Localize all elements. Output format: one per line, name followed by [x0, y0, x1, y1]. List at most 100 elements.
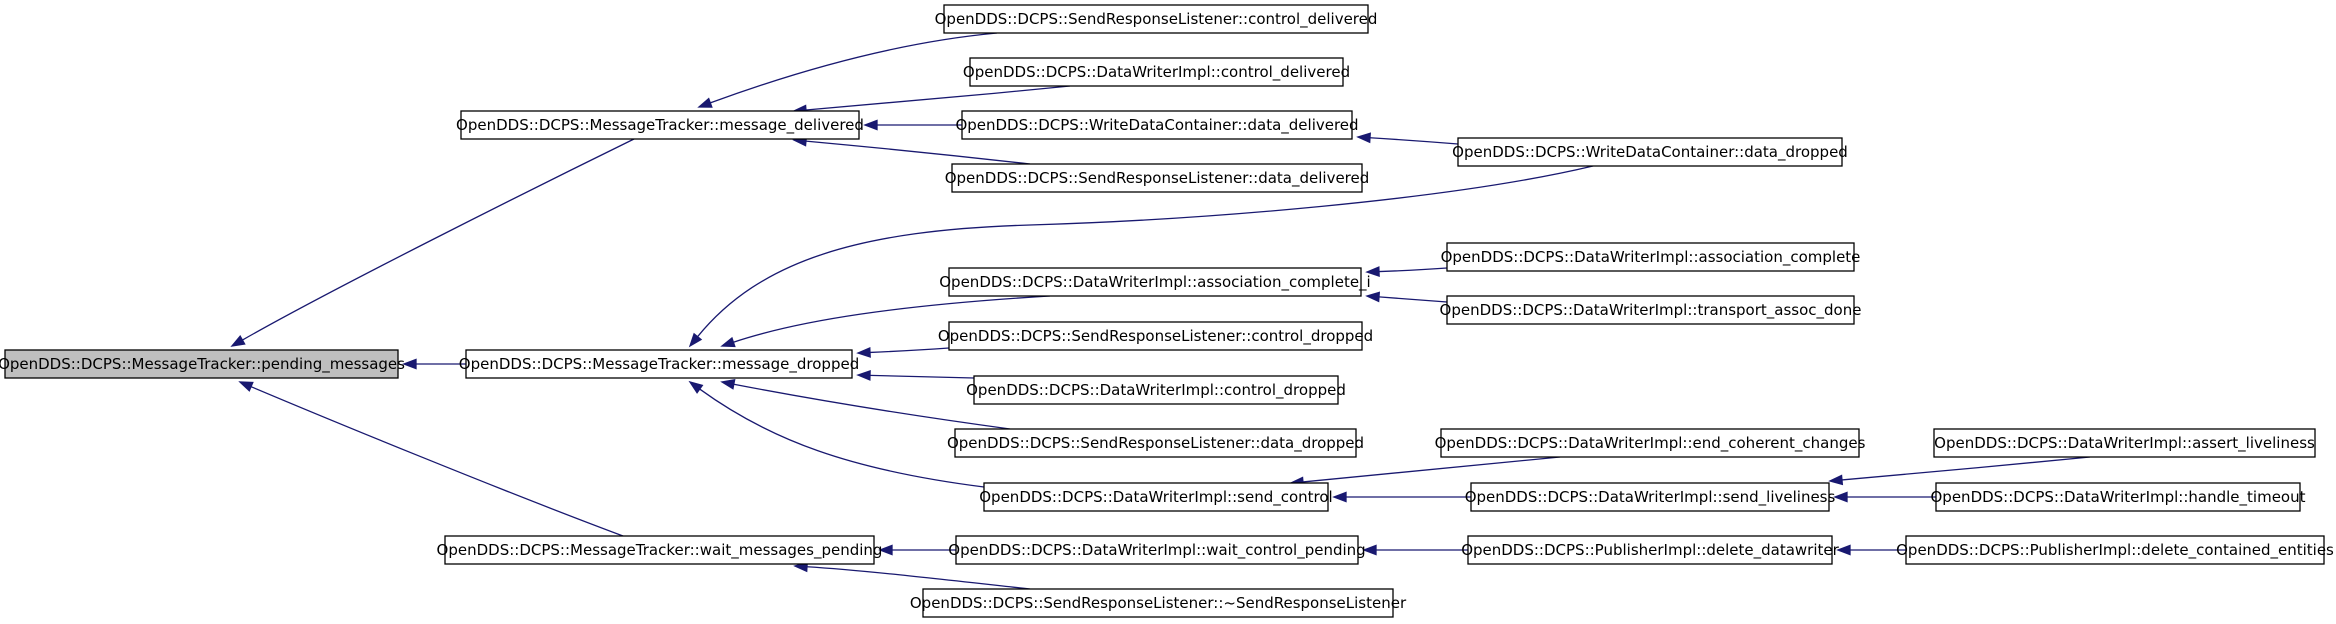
- edge-arrowhead: [720, 379, 736, 390]
- node-srl-control-delivered[interactable]: OpenDDS::DCPS::SendResponseListener::con…: [935, 4, 1378, 34]
- node-box: [1446, 295, 1855, 325]
- edge-line: [1841, 456, 2091, 481]
- edge-arrowhead: [1828, 474, 1844, 486]
- node-pending-messages: OpenDDS::DCPS::MessageTracker::pending_m…: [0, 349, 405, 379]
- node-message-dropped[interactable]: OpenDDS::DCPS::MessageTracker::message_d…: [459, 349, 859, 379]
- edge-line: [805, 85, 1071, 111]
- edge-arrowhead: [697, 97, 713, 108]
- edge-arrowhead: [1836, 544, 1851, 556]
- node-label: OpenDDS::DCPS::WriteDataContainer::data_…: [955, 116, 1358, 135]
- node-dwi-send-control[interactable]: OpenDDS::DCPS::DataWriterImpl::send_cont…: [979, 482, 1333, 512]
- edge-arrowhead: [1356, 132, 1371, 144]
- node-box: [460, 110, 860, 140]
- node-srl-destructor[interactable]: OpenDDS::DCPS::SendResponseListener::~Se…: [910, 588, 1407, 618]
- node-srl-control-dropped[interactable]: OpenDDS::DCPS::SendResponseListener::con…: [938, 321, 1373, 351]
- node-box: [444, 535, 875, 565]
- edge-line: [710, 32, 998, 104]
- call-edge-wdc_data_delivered-to-message_delivered: [863, 119, 963, 131]
- node-box: [1467, 535, 1833, 565]
- edge-line: [869, 374, 975, 379]
- call-edge-srl_data_delivered-to-message_delivered: [792, 135, 1031, 165]
- node-dwi-association-complete-i[interactable]: OpenDDS::DCPS::DataWriterImpl::associati…: [939, 267, 1371, 297]
- edge-arrowhead: [856, 369, 871, 381]
- node-dwi-transport-assoc-done[interactable]: OpenDDS::DCPS::DataWriterImpl::transport…: [1440, 295, 1862, 325]
- node-box: [465, 349, 853, 379]
- call-edge-dwi_control_delivered-to-message_delivered: [792, 85, 1071, 116]
- call-edge-dwi_end_coherent_changes-to-dwi_send_control: [1289, 456, 1561, 488]
- node-dwi-handle-timeout[interactable]: OpenDDS::DCPS::DataWriterImpl::handle_ti…: [1931, 482, 2306, 512]
- call-edge-srl_destructor-to-wait_messages_pending: [793, 561, 1031, 590]
- node-dwi-send-liveliness[interactable]: OpenDDS::DCPS::DataWriterImpl::send_live…: [1465, 482, 1836, 512]
- edge-line: [733, 295, 1051, 343]
- node-wait-messages-pending[interactable]: OpenDDS::DCPS::MessageTracker::wait_mess…: [437, 535, 883, 565]
- node-box: [973, 375, 1339, 405]
- node-label: OpenDDS::DCPS::SendResponseListener::con…: [935, 10, 1378, 29]
- node-pi-delete-contained-entities[interactable]: OpenDDS::DCPS::PublisherImpl::delete_con…: [1896, 535, 2334, 565]
- node-label: OpenDDS::DCPS::DataWriterImpl::control_d…: [963, 63, 1350, 82]
- edge-arrowhead: [1365, 266, 1380, 277]
- call-edge-dwi_wait_control_pending-to-wait_messages_pending: [878, 544, 957, 556]
- node-box: [961, 110, 1353, 140]
- node-box: [4, 349, 399, 379]
- node-dwi-wait-control-pending[interactable]: OpenDDS::DCPS::DataWriterImpl::wait_cont…: [948, 535, 1366, 565]
- call-edge-wdc_data_dropped-to-wdc_data_delivered: [1356, 132, 1459, 145]
- edge-arrowhead: [402, 358, 417, 370]
- edge-line: [1369, 137, 1459, 145]
- node-dwi-control-dropped[interactable]: OpenDDS::DCPS::DataWriterImpl::control_d…: [966, 375, 1346, 405]
- node-wdc-data-dropped[interactable]: OpenDDS::DCPS::WriteDataContainer::data_…: [1452, 137, 1848, 167]
- edge-arrowhead: [230, 335, 246, 347]
- node-label: OpenDDS::DCPS::SendResponseListener::con…: [938, 327, 1373, 346]
- node-box: [1446, 242, 1855, 272]
- node-label: OpenDDS::DCPS::MessageTracker::wait_mess…: [437, 541, 883, 560]
- node-label: OpenDDS::DCPS::MessageTracker::message_d…: [456, 116, 864, 135]
- node-label: OpenDDS::DCPS::DataWriterImpl::transport…: [1440, 301, 1862, 320]
- node-box: [955, 535, 1359, 565]
- call-edge-dwi_association_complete_i-to-message_dropped: [720, 295, 1051, 348]
- node-srl-data-dropped[interactable]: OpenDDS::DCPS::SendResponseListener::dat…: [947, 428, 1364, 458]
- node-box: [969, 57, 1344, 87]
- node-srl-data-delivered[interactable]: OpenDDS::DCPS::SendResponseListener::dat…: [945, 163, 1370, 193]
- call-edge-message_dropped-to-pending_messages: [402, 358, 466, 370]
- node-label: OpenDDS::DCPS::DataWriterImpl::send_live…: [1465, 488, 1836, 507]
- node-pi-delete-datawriter[interactable]: OpenDDS::DCPS::PublisherImpl::delete_dat…: [1461, 535, 1840, 565]
- edge-arrowhead: [1365, 291, 1381, 303]
- node-box: [1905, 535, 2325, 565]
- node-wdc-data-delivered[interactable]: OpenDDS::DCPS::WriteDataContainer::data_…: [955, 110, 1359, 140]
- call-edge-dwi_send_liveliness-to-dwi_send_control: [1332, 491, 1471, 503]
- node-box: [1933, 428, 2316, 458]
- edge-line: [869, 347, 950, 354]
- node-label: OpenDDS::DCPS::DataWriterImpl::wait_cont…: [948, 541, 1365, 560]
- node-box: [1935, 482, 2301, 512]
- node-label: OpenDDS::DCPS::DataWriterImpl::assert_li…: [1934, 434, 2315, 453]
- call-edge-dwi_control_dropped-to-message_dropped: [856, 369, 975, 381]
- node-label: OpenDDS::DCPS::WriteDataContainer::data_…: [1452, 143, 1848, 162]
- node-label: OpenDDS::DCPS::MessageTracker::message_d…: [459, 355, 859, 374]
- edge-line: [242, 138, 635, 341]
- call-edge-pi_delete_datawriter-to-dwi_wait_control_pending: [1362, 544, 1469, 556]
- call-edge-srl_data_dropped-to-message_dropped: [720, 379, 1011, 430]
- edge-arrowhead: [1833, 491, 1848, 503]
- node-label: OpenDDS::DCPS::DataWriterImpl::send_cont…: [979, 488, 1332, 507]
- node-label: OpenDDS::DCPS::SendResponseListener::dat…: [947, 434, 1364, 453]
- node-message-delivered[interactable]: OpenDDS::DCPS::MessageTracker::message_d…: [456, 110, 864, 140]
- call-edge-srl_control_dropped-to-message_dropped: [856, 346, 950, 358]
- node-label: OpenDDS::DCPS::DataWriterImpl::control_d…: [966, 381, 1346, 400]
- node-label: OpenDDS::DCPS::SendResponseListener::dat…: [945, 169, 1370, 188]
- node-dwi-assert-liveliness[interactable]: OpenDDS::DCPS::DataWriterImpl::assert_li…: [1933, 428, 2316, 458]
- edge-arrowhead: [1362, 544, 1377, 556]
- node-box: [1440, 428, 1860, 458]
- node-dwi-control-delivered[interactable]: OpenDDS::DCPS::DataWriterImpl::control_d…: [963, 57, 1350, 87]
- edge-line: [1302, 456, 1561, 483]
- edge-arrowhead: [688, 380, 704, 394]
- node-dwi-association-complete[interactable]: OpenDDS::DCPS::DataWriterImpl::associati…: [1441, 242, 1861, 272]
- edges-layer: [230, 32, 2091, 590]
- call-edge-dwi_assert_liveliness-to-dwi_send_liveliness: [1828, 456, 2091, 486]
- edge-line: [733, 383, 1011, 430]
- call-edge-dwi_transport_assoc_done-to-dwi_association_complete_i: [1365, 291, 1448, 303]
- edge-arrowhead: [878, 544, 893, 556]
- edge-line: [250, 386, 624, 537]
- node-label: OpenDDS::DCPS::DataWriterImpl::handle_ti…: [1931, 488, 2306, 507]
- call-edge-wait_messages_pending-to-pending_messages: [238, 381, 624, 537]
- node-box: [1457, 137, 1843, 167]
- node-dwi-end-coherent-changes[interactable]: OpenDDS::DCPS::DataWriterImpl::end_coher…: [1435, 428, 1866, 458]
